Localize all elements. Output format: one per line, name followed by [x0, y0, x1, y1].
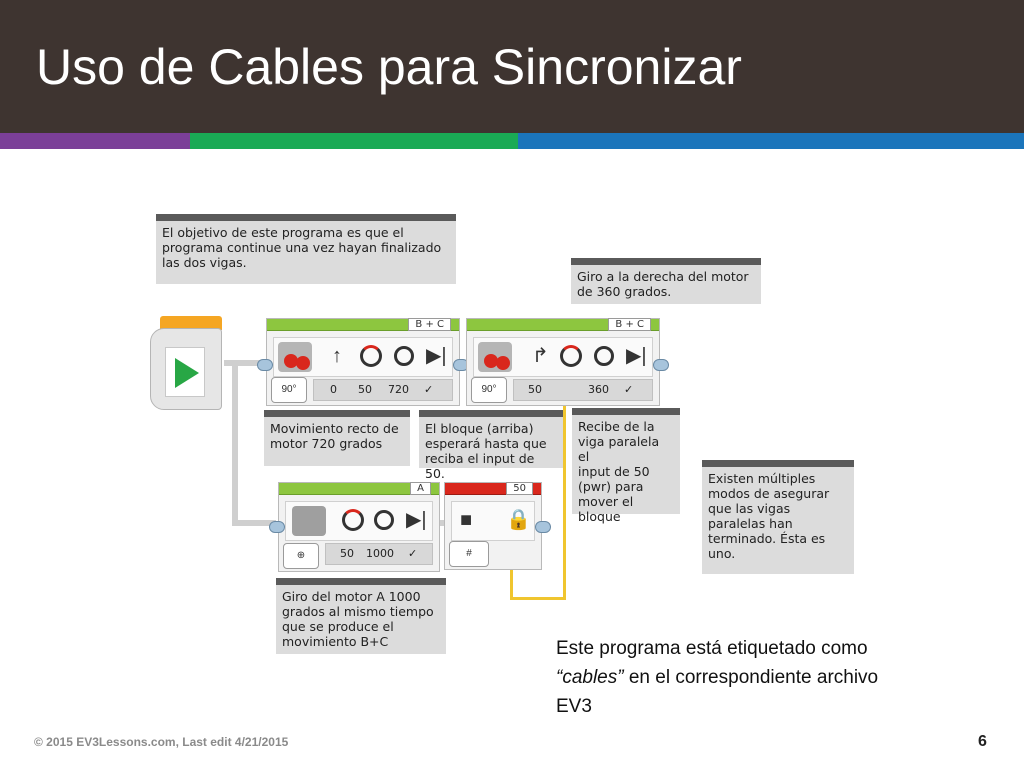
- variable-block[interactable]: 50 ■ 🔒 #: [444, 482, 551, 570]
- gauge-icon: [560, 345, 582, 367]
- data-wire-vertical: [563, 402, 566, 600]
- comment-wait-block: El bloque (arriba) esperará hasta que re…: [419, 410, 563, 481]
- motor-icon: [278, 342, 312, 372]
- check-icon: ✓: [424, 383, 434, 396]
- data-wire-up: [510, 565, 513, 599]
- gauge-icon: [360, 345, 382, 367]
- port-label: B + C: [408, 318, 451, 331]
- gauge-icon: [342, 509, 364, 531]
- comment-straight: Movimiento recto de motor 720 grados: [264, 410, 410, 466]
- brake-icon: ▶|: [626, 345, 647, 367]
- stripe-blue: [518, 133, 1024, 149]
- medium-motor-icon: [292, 506, 326, 536]
- stripe-purple: [0, 133, 190, 149]
- variable-value-label: 50: [506, 482, 533, 495]
- comment-multiple-modes: Existen múltiples modos de asegurar que …: [702, 460, 854, 574]
- sequence-plug-out: [653, 359, 669, 371]
- brake-icon: ▶|: [406, 509, 427, 531]
- sequence-plug-in: [269, 521, 285, 533]
- port-label: A: [410, 482, 431, 495]
- wire-branch-motorA: [232, 520, 276, 526]
- suitcase-icon: ■: [460, 509, 473, 531]
- move-steering-block-2[interactable]: B + C ↱ ▶| 90° 50 360 ✓: [466, 318, 669, 406]
- page-number: 6: [978, 733, 987, 750]
- mode-selector[interactable]: 90°: [271, 377, 307, 403]
- play-icon: [175, 358, 199, 388]
- move-steering-block-1[interactable]: B + C ↑ ▶| 90° 0 50 720 ✓: [257, 318, 469, 406]
- start-block[interactable]: [150, 316, 224, 410]
- comment-turn: Giro a la derecha del motor de 360 grado…: [571, 258, 761, 304]
- arrow-up-icon: ↑: [332, 345, 342, 367]
- sequence-plug-out: [535, 521, 551, 533]
- comment-receive: Recibe de la viga paralela el input de 5…: [572, 408, 680, 524]
- lock-icon: 🔒: [506, 509, 531, 531]
- wire-start-move1: [224, 360, 268, 366]
- footer-copyright: © 2015 EV3Lessons.com, Last edit 4/21/20…: [34, 735, 289, 749]
- check-icon: ✓: [624, 383, 634, 396]
- motor-icon: [478, 342, 512, 372]
- mode-selector[interactable]: ⊕: [283, 543, 319, 569]
- comment-objective: El objetivo de este programa es que el p…: [156, 214, 456, 284]
- medium-motor-block[interactable]: A ▶| ⊕ 50 1000 ✓: [269, 482, 440, 572]
- sequence-plug-in: [257, 359, 273, 371]
- degrees-icon: [394, 346, 414, 366]
- brake-icon: ▶|: [426, 345, 447, 367]
- mode-selector[interactable]: 90°: [471, 377, 507, 403]
- title-bar: Uso de Cables para Sincronizar: [0, 0, 1024, 133]
- degrees-icon: [374, 510, 394, 530]
- data-wire-horizontal: [510, 597, 566, 600]
- degrees-icon: [594, 346, 614, 366]
- turn-right-icon: ↱: [532, 345, 549, 367]
- stripe-green: [190, 133, 518, 149]
- check-icon: ✓: [408, 547, 418, 560]
- slide-title: Uso de Cables para Sincronizar: [36, 39, 742, 95]
- comment-motor-a: Giro del motor A 1000 grados al mismo ti…: [276, 578, 446, 654]
- wire-branch-vertical: [232, 362, 238, 526]
- mode-selector[interactable]: #: [449, 541, 489, 567]
- note-text: Este programa está etiquetado como “cabl…: [556, 638, 879, 717]
- port-label: B + C: [608, 318, 651, 331]
